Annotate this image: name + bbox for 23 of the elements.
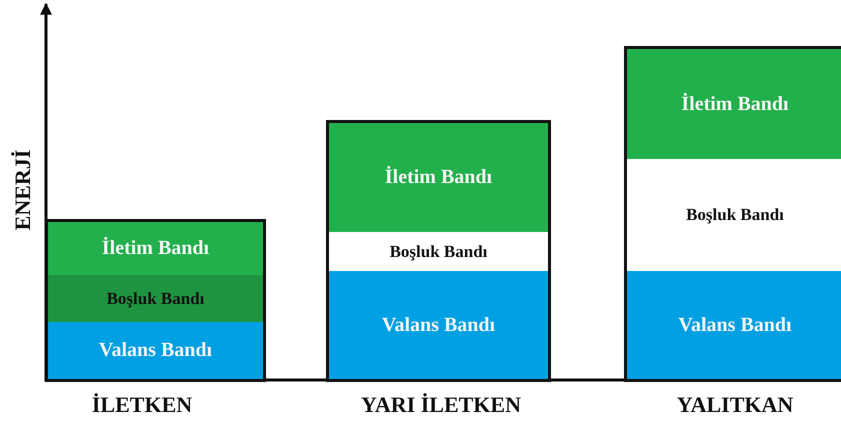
band-label: İletim Bandı bbox=[102, 237, 210, 260]
energy-band bbox=[329, 271, 548, 379]
axis-label: ENERJİ bbox=[10, 150, 36, 230]
energy-band bbox=[329, 123, 548, 232]
material-caption: YALITKAN bbox=[676, 392, 794, 418]
band-label: Boşluk Bandı bbox=[686, 205, 784, 225]
energy-band bbox=[48, 275, 263, 322]
band-label: İletim Bandı bbox=[384, 166, 492, 189]
band-label: Valans Bandı bbox=[678, 314, 792, 336]
energy-band bbox=[48, 322, 263, 379]
band-label: Valans Bandı bbox=[382, 314, 496, 336]
material-caption: İLETKEN bbox=[92, 392, 192, 418]
band-label: Boşluk Bandı bbox=[106, 288, 204, 308]
band-label: Valans Bandı bbox=[98, 339, 212, 362]
material-band-diagram bbox=[624, 46, 841, 382]
material-band-diagram bbox=[326, 120, 551, 382]
band-label: İletim Bandı bbox=[681, 92, 789, 116]
material-caption: YARI İLETKEN bbox=[361, 392, 521, 418]
band-label: Boşluk Bandı bbox=[390, 242, 488, 262]
energy-band bbox=[48, 222, 263, 275]
material-band-diagram bbox=[45, 219, 266, 382]
energy-band bbox=[627, 49, 841, 159]
energy-band bbox=[627, 271, 841, 379]
